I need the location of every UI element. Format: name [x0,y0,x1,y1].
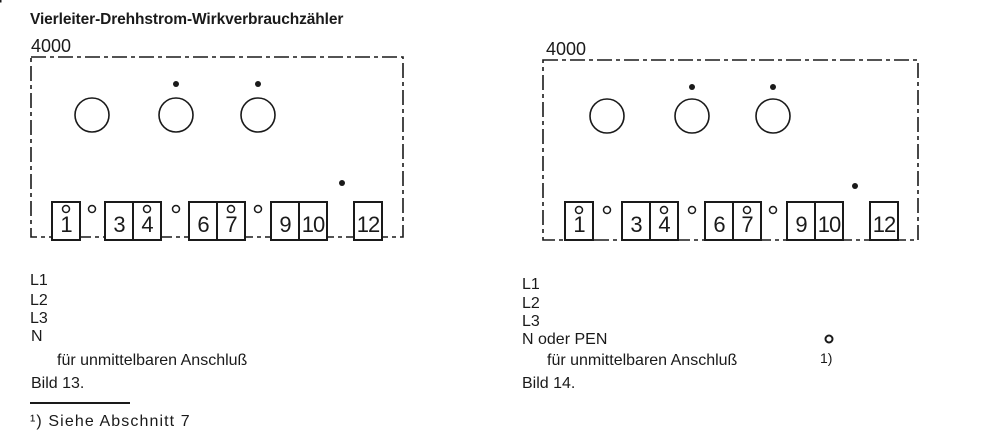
voltage-link-terminal [142,204,152,214]
bus-label-l2: L2 [522,295,540,312]
junction-dot [339,180,345,186]
page-title: Vierleiter-Drehhstrom-Wirkverbrauchzähle… [30,11,344,28]
voltage-link-terminal [742,205,752,215]
terminal-number: 6 [197,212,209,237]
measuring-element-coil [674,98,710,134]
terminal-number: 7 [225,212,237,237]
bus-label-n: N [31,328,43,345]
terminal-number: 12 [357,212,380,237]
junction-dot [770,84,776,90]
terminal-number: 12 [873,212,896,237]
junction-dot [689,84,695,90]
bus-label-l3: L3 [30,310,48,327]
terminal-number: 9 [795,212,807,237]
terminal-number: 3 [113,212,125,237]
figure-label: Bild 14. [522,375,575,392]
measuring-element-coil [755,98,791,134]
junction-dot [852,183,858,189]
terminal-box [298,201,328,241]
terminal-number: 4 [141,212,153,237]
connection-caption: für unmittelbaren Anschluß [547,352,738,369]
footnote-separator [30,402,130,404]
measuring-element-coil [240,97,276,133]
terminal-box [270,201,300,241]
terminal-number: 4 [658,212,670,237]
terminal-box [814,201,844,241]
measuring-element-coil [74,97,110,133]
voltage-link-terminal [659,205,669,215]
voltage-link-terminal [87,204,97,214]
junction-dot [255,81,261,87]
terminal-box [621,201,651,241]
terminal-box [786,201,816,241]
connection-caption: für unmittelbaren Anschluß [57,352,248,369]
voltage-link-terminal [574,205,584,215]
voltage-link-terminal [687,205,697,215]
terminal-number: 3 [630,212,642,237]
voltage-link-terminal [768,205,778,215]
terminal-number: 7 [741,212,753,237]
rating-label: 4000 [546,39,586,59]
measuring-element-coil [158,97,194,133]
bus-label-l1: L1 [522,276,540,293]
terminal-number: 1 [60,212,72,237]
terminal-number: 6 [713,212,725,237]
bus-label-l1: L1 [30,272,48,289]
voltage-link-terminal [171,204,181,214]
terminal-number: 10 [302,212,325,237]
voltage-link-terminal [61,204,71,214]
terminal-number: 1 [573,212,585,237]
terminal-box [869,201,899,241]
figure-label: Bild 13. [31,375,84,392]
voltage-link-terminal [226,204,236,214]
rating-label: 4000 [31,36,71,56]
junction-dot [173,81,179,87]
bus-label-n: N oder PEN [522,331,607,348]
pen-tap-point [824,334,834,344]
terminal-box [104,201,134,241]
footnote-text: ¹) Siehe Abschnitt 7 [30,413,191,430]
measuring-element-coil [589,98,625,134]
bus-label-l3: L3 [522,313,540,330]
terminal-box [704,201,734,241]
footnote-marker: 1) [820,350,832,366]
terminal-number: 10 [818,212,841,237]
terminal-box [188,201,218,241]
terminal-box [353,201,383,241]
voltage-link-terminal [253,204,263,214]
voltage-link-terminal [602,205,612,215]
bus-label-l2: L2 [30,292,48,309]
terminal-number: 9 [279,212,291,237]
